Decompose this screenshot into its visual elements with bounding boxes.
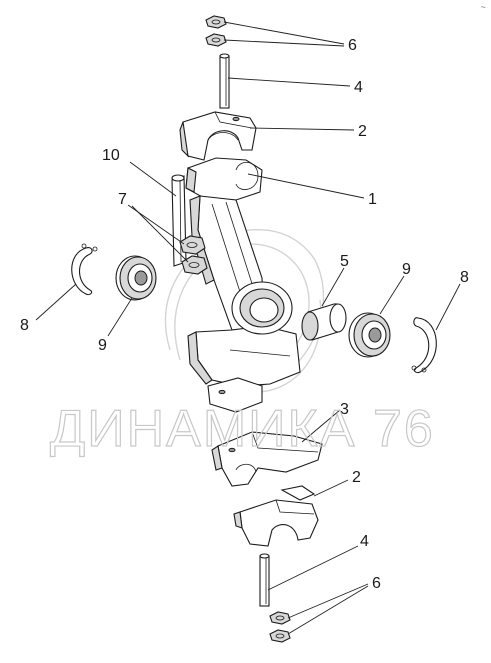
- callout-2-top: 2: [358, 123, 367, 140]
- callout-labels: 6 4 2 10 1 7 5 9 8 8 9 3 2 4 6: [20, 37, 469, 592]
- callout-8-right: 8: [460, 269, 469, 286]
- callout-3: 3: [340, 401, 349, 418]
- callout-6-bottom: 6: [372, 575, 381, 592]
- watermark-text: ДИНАМИКА 76: [50, 400, 435, 458]
- callout-1: 1: [368, 191, 377, 208]
- lower-bracket: [211, 431, 323, 487]
- sleeve: [301, 303, 347, 341]
- callout-6-top: 6: [348, 37, 357, 54]
- top-nut-upper: [205, 15, 227, 29]
- right-retaining-ring: [411, 317, 437, 374]
- callout-9-left: 9: [98, 337, 107, 354]
- bottom-nut-upper: [269, 611, 291, 625]
- leader-lines: [35, 21, 461, 635]
- callout-8-left: 8: [20, 317, 29, 334]
- nut-7-upper: [179, 235, 206, 255]
- callout-4-bottom: 4: [360, 533, 369, 550]
- callout-9-right: 9: [402, 261, 411, 278]
- top-cap: [179, 111, 257, 161]
- callout-2-bottom: 2: [352, 469, 361, 486]
- top-pin: [219, 53, 230, 109]
- knuckle-body: [185, 157, 301, 413]
- right-bearing: [348, 312, 391, 358]
- top-nut-lower: [205, 33, 227, 47]
- bottom-nut-lower: [269, 629, 291, 643]
- callout-4-top: 4: [354, 79, 363, 96]
- corner-mark: ~: [481, 3, 486, 12]
- lower-cap: [233, 485, 319, 547]
- callout-10: 10: [102, 147, 120, 164]
- lower-pin: [259, 553, 270, 607]
- nut-7-lower: [181, 255, 208, 275]
- callout-5: 5: [340, 253, 349, 270]
- left-bearing: [115, 255, 157, 301]
- callout-7: 7: [118, 191, 127, 208]
- left-retaining-ring: [71, 243, 98, 296]
